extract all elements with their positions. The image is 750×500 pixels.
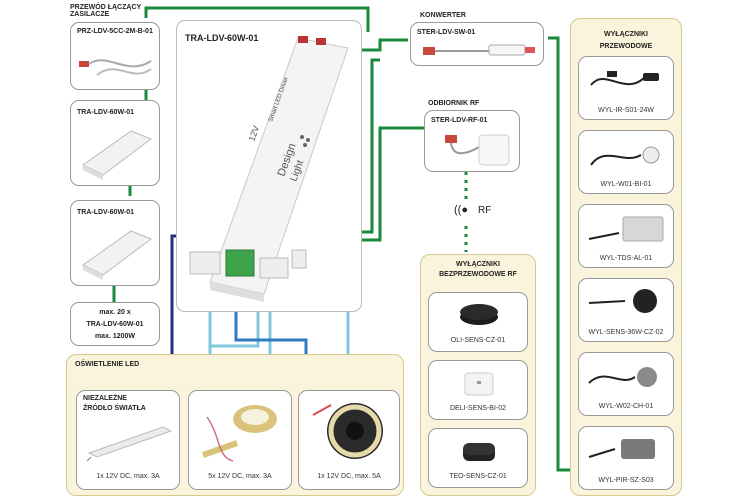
led-item-label: 1x 12V DC, max. 3A bbox=[96, 473, 160, 480]
green-line-main-to-converter bbox=[356, 38, 408, 52]
pir-switch-image bbox=[588, 439, 655, 459]
led-item-label: 1x 12V DC, max. 5A bbox=[317, 473, 381, 480]
supply-cable-card: PRZ-LDV-5CC-2M-B-01 bbox=[70, 22, 160, 90]
ir-switch-image bbox=[590, 71, 659, 86]
teo-sensor-image bbox=[463, 443, 495, 461]
main-driver-image: Smart LED Driver Design Light 12V bbox=[189, 36, 349, 302]
green-line-converter-to-switches bbox=[548, 36, 578, 472]
wireless-item-label: TEO-SENS-CZ-01 bbox=[449, 473, 507, 480]
rf-signal: ((● RF bbox=[454, 204, 494, 220]
supply-cable-title-line1: PRZEWÓD ŁĄCZĄCY bbox=[70, 4, 142, 11]
wired-item-card: WYL-TDS-AL-01 bbox=[578, 204, 674, 268]
green-line-supply-to-main bbox=[144, 6, 370, 32]
converter-image bbox=[423, 44, 535, 56]
max-note-line3: max. 1200W bbox=[94, 333, 136, 340]
wired-item-card: WYL-SENS-36W-CZ-02 bbox=[578, 278, 674, 342]
supply-cable-title: PRZEWÓD ŁĄCZĄCY ZASILACZE bbox=[70, 4, 141, 18]
receiver-card: STER-LDV-RF-01 bbox=[424, 110, 520, 172]
receiver-title: ODBIORNIK RF bbox=[428, 100, 480, 107]
led-item-card: NIEZALEŻNE ŹRÓDŁO ŚWIATŁA 1x 12V DC, max… bbox=[76, 390, 180, 490]
wireless-item-card: DELI-SENS-BI-02 bbox=[428, 360, 528, 420]
wired-item-card: WYL-W01-BI-01 bbox=[578, 130, 674, 194]
wired-item-card: WYL-IR-S01-24W bbox=[578, 56, 674, 120]
tds-switch-image bbox=[588, 216, 664, 242]
wireless-item-label: DELI-SENS-BI-02 bbox=[449, 405, 507, 412]
device-text-volt: 12V bbox=[246, 124, 261, 142]
max-note-card: max. 20 x TRA-LDV-60W-01 max. 1200W bbox=[70, 302, 160, 346]
wired-item-label: WYL-W01-BI-01 bbox=[600, 181, 652, 188]
wired-item-card: WYL-W02-CH-01 bbox=[578, 352, 674, 416]
puck-light-image bbox=[202, 405, 277, 462]
slave2-card: TRA-LDV-60W-01 bbox=[70, 200, 160, 286]
rf-label: RF bbox=[478, 205, 492, 216]
wired-title-line1: WYŁĄCZNIKI bbox=[604, 31, 648, 38]
independent-line2: ŹRÓDŁO ŚWIATŁA bbox=[83, 405, 146, 412]
green-line-main-to-receiver bbox=[362, 126, 425, 242]
max-note-line1: max. 20 x bbox=[99, 309, 131, 316]
wireless-title-line1: WYŁĄCZNIKI bbox=[456, 261, 500, 268]
wired-item-label: WYL-W02-CH-01 bbox=[598, 403, 654, 410]
slave2-driver-image bbox=[82, 230, 153, 280]
wireless-title-line2: BEZPRZEWODOWE RF bbox=[439, 271, 517, 278]
oli-sensor-image bbox=[460, 304, 498, 325]
wired-item-label: WYL-IR-S01-24W bbox=[597, 107, 654, 114]
sens-switch-image bbox=[588, 289, 657, 313]
wired-title-line2: PRZEWODOWE bbox=[599, 43, 653, 50]
converter-title: KONWERTER bbox=[420, 12, 466, 19]
led-item-label: 5x 12V DC, max. 3A bbox=[208, 473, 272, 480]
supply-cable-label: PRZ-LDV-5CC-2M-B-01 bbox=[77, 28, 153, 35]
led-item-card: 5x 12V DC, max. 3A bbox=[188, 390, 292, 490]
main-driver-label: TRA-LDV-60W-01 bbox=[185, 33, 259, 43]
receiver-label: STER-LDV-RF-01 bbox=[431, 117, 488, 124]
wireless-item-card: OLI-SENS-CZ-01 bbox=[428, 292, 528, 352]
deli-sensor-image bbox=[464, 372, 494, 396]
led-item-card: 1x 12V DC, max. 5A bbox=[298, 390, 400, 490]
wired-item-label: WYL-PIR-SZ-S03 bbox=[598, 477, 654, 484]
wireless-item-card: TEO-SENS-CZ-01 bbox=[428, 428, 528, 488]
receiver-image bbox=[445, 134, 510, 166]
independent-line1: NIEZALEŻNE bbox=[83, 395, 127, 402]
w02-switch-image bbox=[588, 367, 657, 387]
wired-item-label: WYL-TDS-AL-01 bbox=[599, 255, 653, 262]
wired-item-label: WYL-SENS-36W-CZ-02 bbox=[588, 329, 664, 336]
converter-label: STER-LDV-SW-01 bbox=[417, 29, 476, 36]
supply-cable-image bbox=[79, 59, 152, 76]
slave1-card: TRA-LDV-60W-01 bbox=[70, 100, 160, 186]
slave1-label: TRA-LDV-60W-01 bbox=[77, 109, 135, 116]
led-strip-reel-image bbox=[312, 403, 383, 459]
wireless-item-label: OLI-SENS-CZ-01 bbox=[450, 337, 506, 344]
lightblue-line-2 bbox=[208, 285, 260, 360]
w01-switch-image bbox=[590, 146, 660, 166]
led-title: OŚWIETLENIE LED bbox=[75, 361, 140, 368]
led-bar-image bbox=[86, 426, 173, 462]
supply-cable-title-line2: ZASILACZE bbox=[70, 11, 110, 18]
wired-item-card: WYL-PIR-SZ-S03 bbox=[578, 426, 674, 490]
max-note-line2: TRA-LDV-60W-01 bbox=[86, 321, 144, 328]
rf-wave-icon: ((● bbox=[454, 204, 468, 216]
slave1-driver-image bbox=[82, 130, 153, 180]
converter-card: STER-LDV-SW-01 bbox=[410, 22, 544, 66]
slave2-label: TRA-LDV-60W-01 bbox=[77, 209, 135, 216]
